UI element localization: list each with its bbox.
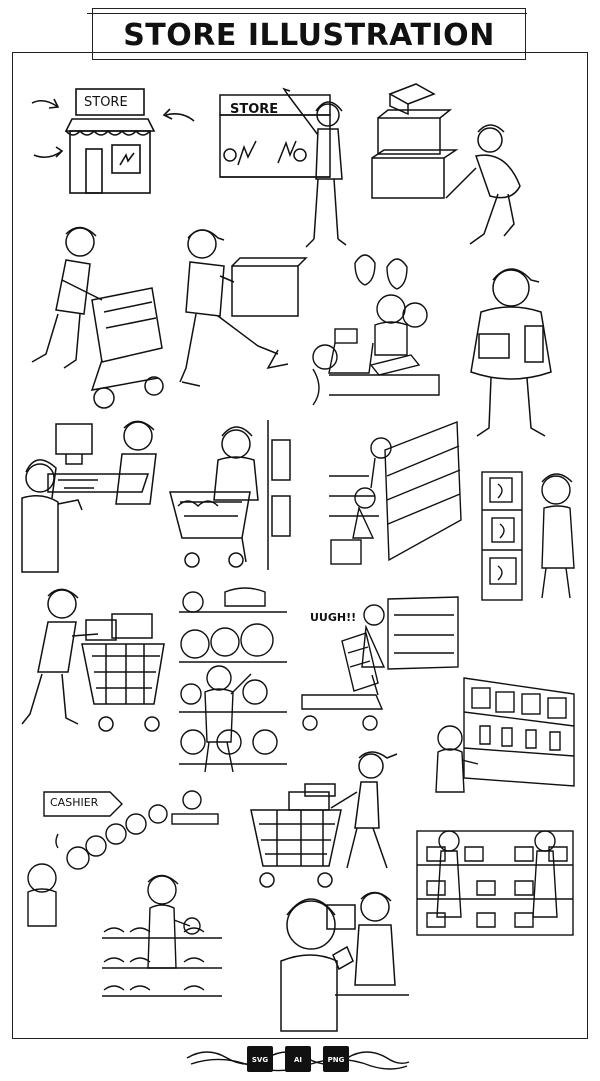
ai-format-badge: AI [285, 1046, 311, 1072]
register-scene [18, 418, 163, 580]
cart-boxes-scene [21, 586, 167, 741]
platform-cart-scene: UUGH!! [298, 595, 460, 740]
svg-format-badge: SVG [247, 1046, 273, 1072]
cashier-queue-scene: CASHIER [22, 788, 227, 928]
cashier-sign-label: CASHIER [50, 796, 99, 809]
toy-shelves-scene [175, 582, 290, 787]
title-banner: STORE ILLUSTRATION [87, 8, 527, 60]
carrying-box-scene [179, 222, 308, 402]
woman-cart-scene [168, 420, 293, 575]
holding-boxes-scene [455, 262, 565, 447]
checkout-queue-scene [305, 245, 440, 410]
uugh-label: UUGH!! [310, 611, 357, 624]
png-format-badge: PNG [323, 1046, 349, 1072]
aisle-scene [325, 420, 465, 572]
price-shelf-scene [478, 470, 578, 605]
falling-boxes-scene [371, 82, 532, 252]
store-sign-label: STORE [84, 95, 128, 110]
shoe-display-scene [100, 872, 225, 1002]
handbag-shelves-scene [415, 825, 577, 947]
storefront-woman-scene: STORE [218, 85, 358, 260]
phone-payment-scene [275, 885, 410, 1035]
store-sign-label-2: STORE [230, 102, 279, 117]
page-title: STORE ILLUSTRATION [123, 18, 495, 53]
woman-pushing-cart-scene [245, 751, 405, 892]
hand-truck-scene [22, 220, 172, 415]
bottle-shelf-scene [430, 672, 580, 802]
store-icon-scene: STORE [28, 85, 203, 200]
